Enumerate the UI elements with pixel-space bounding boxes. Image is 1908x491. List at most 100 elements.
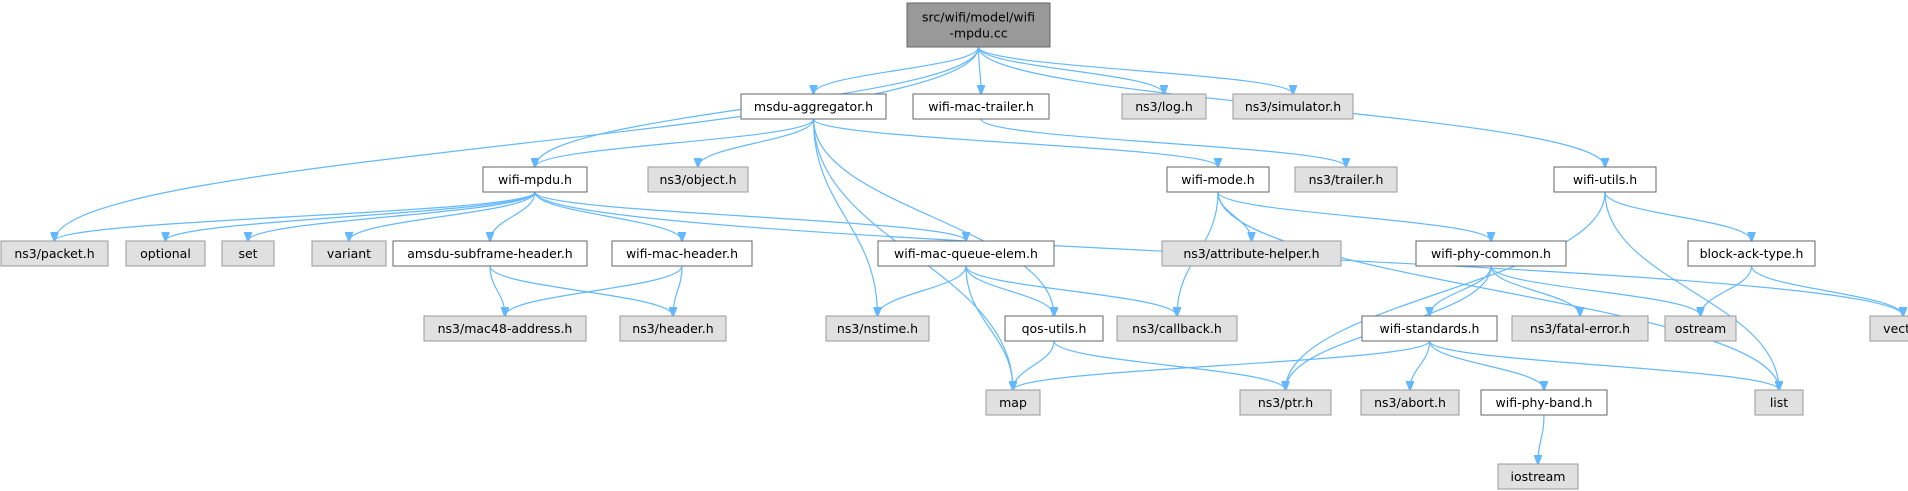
node-label: ns3/log.h <box>1135 99 1193 114</box>
node-box <box>1869 315 1908 342</box>
edge-wifi-mac-header-to-ns3-mac48-address <box>505 265 683 316</box>
node-box <box>1004 315 1104 342</box>
node-list: list <box>1754 389 1804 416</box>
edge-wifi-mpdu-to-ns3-packet <box>55 191 536 241</box>
node-label: list <box>1770 395 1788 410</box>
node-ns3-log: ns3/log.h <box>1121 93 1207 120</box>
node-box <box>825 315 930 342</box>
node-box <box>0 240 109 267</box>
node-box <box>1121 93 1207 120</box>
node-box <box>877 240 1055 267</box>
node-ns3-packet: ns3/packet.h <box>0 240 109 267</box>
node-box <box>906 2 1051 48</box>
edge-root-to-wifi-mac-trailer <box>979 46 982 94</box>
edge-wifi-phy-band-to-iostream <box>1538 414 1545 464</box>
node-ns3-fatal-error: ns3/fatal-error.h <box>1511 315 1649 342</box>
node-label: ns3/attribute-helper.h <box>1183 246 1319 261</box>
edge-root-to-ns3-simulator <box>977 46 1294 94</box>
node-set: set <box>221 240 275 267</box>
node-wifi-mode[interactable]: wifi-mode.h <box>1166 166 1270 193</box>
node-label: vector <box>1883 321 1908 336</box>
node-ns3-object: ns3/object.h <box>647 166 749 193</box>
node-wifi-phy-common[interactable]: wifi-phy-common.h <box>1415 240 1567 267</box>
edge-wifi-mode-to-wifi-phy-common <box>1217 191 1491 241</box>
node-map: map <box>985 389 1041 416</box>
node-ns3-callback: ns3/callback.h <box>1116 315 1238 342</box>
node-vector: vector <box>1869 315 1908 342</box>
node-box <box>1480 389 1608 416</box>
node-label: ns3/packet.h <box>14 246 94 261</box>
node-label: wifi-mac-trailer.h <box>928 99 1034 114</box>
node-label: block-ack-type.h <box>1700 246 1804 261</box>
edge-msdu-aggregator-to-wifi-mpdu <box>535 118 815 167</box>
edge-wifi-mpdu-to-variant <box>349 191 536 241</box>
node-label: wifi-utils.h <box>1573 172 1637 187</box>
node-root[interactable]: src/wifi/model/wifi-mpdu.cc <box>906 2 1051 48</box>
node-label: ns3/header.h <box>632 321 713 336</box>
node-label: wifi-mode.h <box>1181 172 1254 187</box>
node-label: wifi-phy-common.h <box>1431 246 1551 261</box>
edge-wifi-mpdu-to-wifi-mac-queue-elem <box>534 191 966 241</box>
node-box <box>1415 240 1567 267</box>
node-ns3-attribute-helper: ns3/attribute-helper.h <box>1161 240 1342 267</box>
node-box <box>1294 166 1398 193</box>
edge-wifi-mac-trailer-to-ns3-trailer <box>980 118 1346 167</box>
edge-wifi-mpdu-to-optional <box>166 191 536 241</box>
edge-wifi-standards-to-map <box>1013 340 1431 390</box>
node-box <box>611 240 753 267</box>
edge-wifi-mac-queue-elem-to-map <box>965 265 1013 390</box>
node-optional: optional <box>125 240 206 267</box>
node-msdu-aggregator[interactable]: msdu-aggregator.h <box>740 93 887 120</box>
node-box <box>1166 166 1270 193</box>
node-label: ns3/nstime.h <box>837 321 918 336</box>
node-label: ns3/abort.h <box>1374 395 1446 410</box>
node-ostream: ostream <box>1664 315 1737 342</box>
node-box <box>482 166 588 193</box>
node-label: ns3/ptr.h <box>1258 395 1313 410</box>
edge-wifi-standards-to-ns3-abort <box>1410 340 1431 390</box>
node-wifi-mac-header[interactable]: wifi-mac-header.h <box>611 240 753 267</box>
node-label: ns3/object.h <box>659 172 736 187</box>
edge-wifi-mac-queue-elem-to-ns3-nstime <box>878 265 967 316</box>
edge-wifi-standards-to-wifi-phy-band <box>1428 340 1545 390</box>
node-box <box>221 240 275 267</box>
edge-qos-utils-to-ns3-ptr <box>1053 340 1286 390</box>
node-box <box>423 315 587 342</box>
node-variant: variant <box>311 240 387 267</box>
node-label: optional <box>140 246 191 261</box>
node-box <box>647 166 749 193</box>
node-label: ostream <box>1675 321 1726 336</box>
edge-msdu-aggregator-to-ns3-object <box>698 118 815 167</box>
node-block-ack-type[interactable]: block-ack-type.h <box>1687 240 1816 267</box>
edge-root-to-ns3-log <box>977 46 1165 94</box>
node-label: set <box>238 246 257 261</box>
node-wifi-utils[interactable]: wifi-utils.h <box>1553 166 1657 193</box>
node-label: wifi-phy-band.h <box>1496 395 1593 410</box>
node-amsdu-subframe-header[interactable]: amsdu-subframe-header.h <box>392 240 588 267</box>
node-label: ns3/mac48-address.h <box>438 321 573 336</box>
node-wifi-phy-band[interactable]: wifi-phy-band.h <box>1480 389 1608 416</box>
edge-msdu-aggregator-to-qos-utils <box>812 118 1055 316</box>
node-label: wifi-mpdu.h <box>498 172 572 187</box>
edge-wifi-standards-to-list <box>1428 340 1780 390</box>
node-wifi-mac-queue-elem[interactable]: wifi-mac-queue-elem.h <box>877 240 1055 267</box>
node-wifi-mac-trailer[interactable]: wifi-mac-trailer.h <box>912 93 1050 120</box>
node-wifi-standards[interactable]: wifi-standards.h <box>1361 315 1498 342</box>
edge-amsdu-subframe-header-to-ns3-header <box>489 265 673 316</box>
edge-wifi-utils-to-block-ack-type <box>1604 191 1752 241</box>
node-qos-utils[interactable]: qos-utils.h <box>1004 315 1104 342</box>
node-label: iostream <box>1511 469 1566 484</box>
edge-wifi-mode-to-list <box>1217 191 1779 390</box>
node-label: ns3/simulator.h <box>1245 99 1341 114</box>
edge-wifi-mac-header-to-ns3-header <box>673 265 683 316</box>
node-box <box>1664 315 1737 342</box>
edge-wifi-mpdu-to-amsdu-subframe-header <box>490 191 536 241</box>
edge-wifi-mac-queue-elem-to-ns3-callback <box>965 265 1177 316</box>
node-ns3-abort: ns3/abort.h <box>1360 389 1460 416</box>
node-box <box>1360 389 1460 416</box>
node-label: ns3/callback.h <box>1132 321 1222 336</box>
edge-root-to-ns3-packet <box>55 46 980 241</box>
node-label: variant <box>327 246 371 261</box>
node-wifi-mpdu[interactable]: wifi-mpdu.h <box>482 166 588 193</box>
